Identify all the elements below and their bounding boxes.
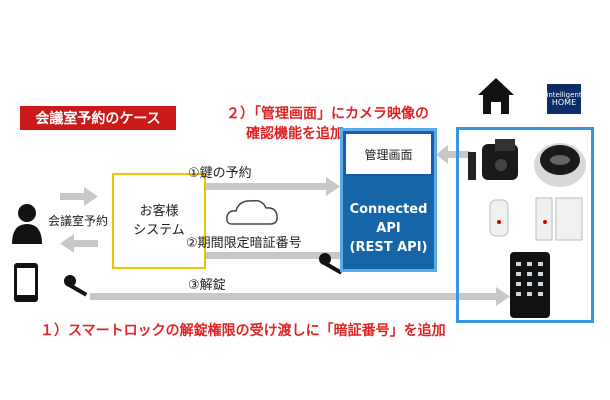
- unlock-label: ③解錠: [188, 278, 226, 293]
- sensor-icon: [489, 197, 583, 241]
- limited-pin-label: ②期間限定暗証番号: [186, 236, 302, 251]
- logo-line2: HOME: [551, 98, 577, 107]
- meeting-reservation-label: 会議室予約: [48, 214, 109, 228]
- device-panel: [456, 127, 594, 323]
- smartphone-icon: [14, 263, 38, 302]
- logo-line1: intelligent: [546, 91, 582, 99]
- note-camera-line1: ２）「管理画面」にカメラ映像の: [226, 106, 429, 122]
- customer-system-box: お客様 システム: [112, 173, 206, 269]
- customer-system-label-line2: システム: [133, 223, 185, 238]
- key-icon: [64, 275, 88, 297]
- customer-system-label-line1: お客様: [139, 204, 179, 219]
- cloud-icon: [226, 199, 278, 225]
- key-icon: [319, 253, 343, 275]
- arrow-camera-to-management: [436, 145, 470, 164]
- api-label-line2: API: [376, 221, 401, 236]
- arrow-key-reservation: [186, 177, 340, 196]
- note-pin-feature: １）スマートロックの解錠権限の受け渡しに「暗証番号」を追加: [40, 323, 446, 339]
- api-label-line3: (REST API): [349, 240, 428, 255]
- key-reservation-label: ①鍵の予約: [188, 166, 252, 181]
- case-title-badge: 会議室予約のケース: [20, 106, 176, 130]
- note-camera-feature: ２）「管理画面」にカメラ映像の 確認機能を追加: [226, 104, 429, 144]
- intelligent-home-logo: intelligent HOME: [546, 84, 582, 114]
- arrow-unlock: [90, 287, 510, 306]
- house-icon: [478, 78, 514, 114]
- keypad-lock-icon: [510, 252, 550, 318]
- connected-api-label: Connected API (REST API): [344, 200, 433, 257]
- note-camera-line2: 確認機能を追加: [246, 126, 344, 142]
- camera-icon: [468, 139, 518, 180]
- hub-icon: [534, 143, 586, 187]
- arrow-user-to-system: [60, 187, 98, 206]
- user-icon: [12, 204, 42, 244]
- management-screen-box: 管理画面: [344, 132, 433, 176]
- api-label-line1: Connected: [349, 202, 428, 217]
- arrow-system-to-user: [60, 234, 98, 253]
